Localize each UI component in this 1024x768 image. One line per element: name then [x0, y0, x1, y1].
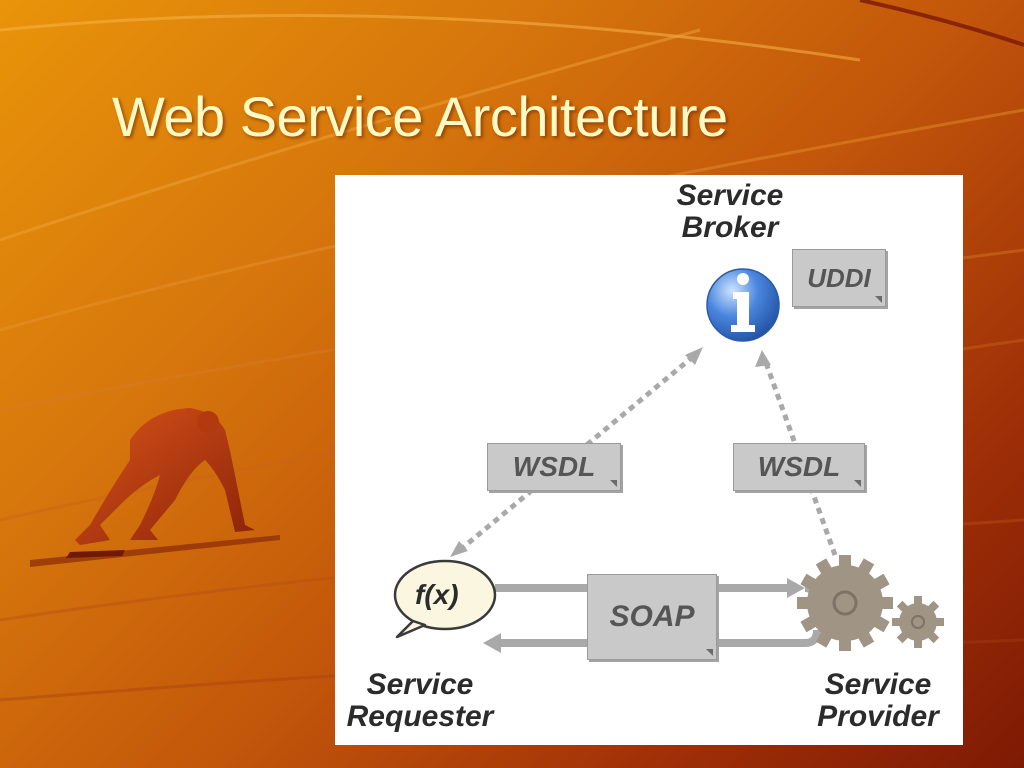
broker-arrowhead-left: [685, 347, 703, 365]
function-bubble-icon: [393, 559, 497, 639]
function-glyph: f(x): [415, 579, 459, 610]
service-broker-label: Service Broker: [665, 180, 795, 244]
provider-label-line1: Service: [824, 668, 932, 701]
wsdl-document-left: WSDL: [487, 443, 621, 491]
service-requester-label: Service Requester: [335, 669, 505, 733]
broker-label-line1: Service: [676, 179, 784, 212]
requester-arrowhead: [450, 541, 468, 557]
info-icon: [706, 268, 780, 342]
soap-response-arrowhead: [483, 633, 501, 653]
requester-label-line1: Service: [366, 668, 474, 701]
uddi-document: UDDI: [792, 249, 886, 307]
soap-request-arrowhead: [787, 578, 805, 598]
broker-label-line2: Broker: [681, 211, 779, 244]
wsdl-document-right: WSDL: [733, 443, 865, 491]
provider-label-line2: Provider: [817, 700, 939, 733]
sprinter-illustration: [30, 408, 280, 567]
requester-label-line2: Requester: [346, 700, 494, 733]
gears-icon: [797, 555, 944, 651]
architecture-diagram: f(x) Service Broker UDDI WSDL WSDL SOAP …: [335, 175, 963, 745]
slide-title: Web Service Architecture: [112, 85, 728, 148]
requester-broker-connector: [458, 353, 697, 552]
service-provider-label: Service Provider: [803, 669, 953, 733]
soap-message: SOAP: [587, 574, 717, 660]
broker-arrowhead-right: [755, 350, 771, 367]
